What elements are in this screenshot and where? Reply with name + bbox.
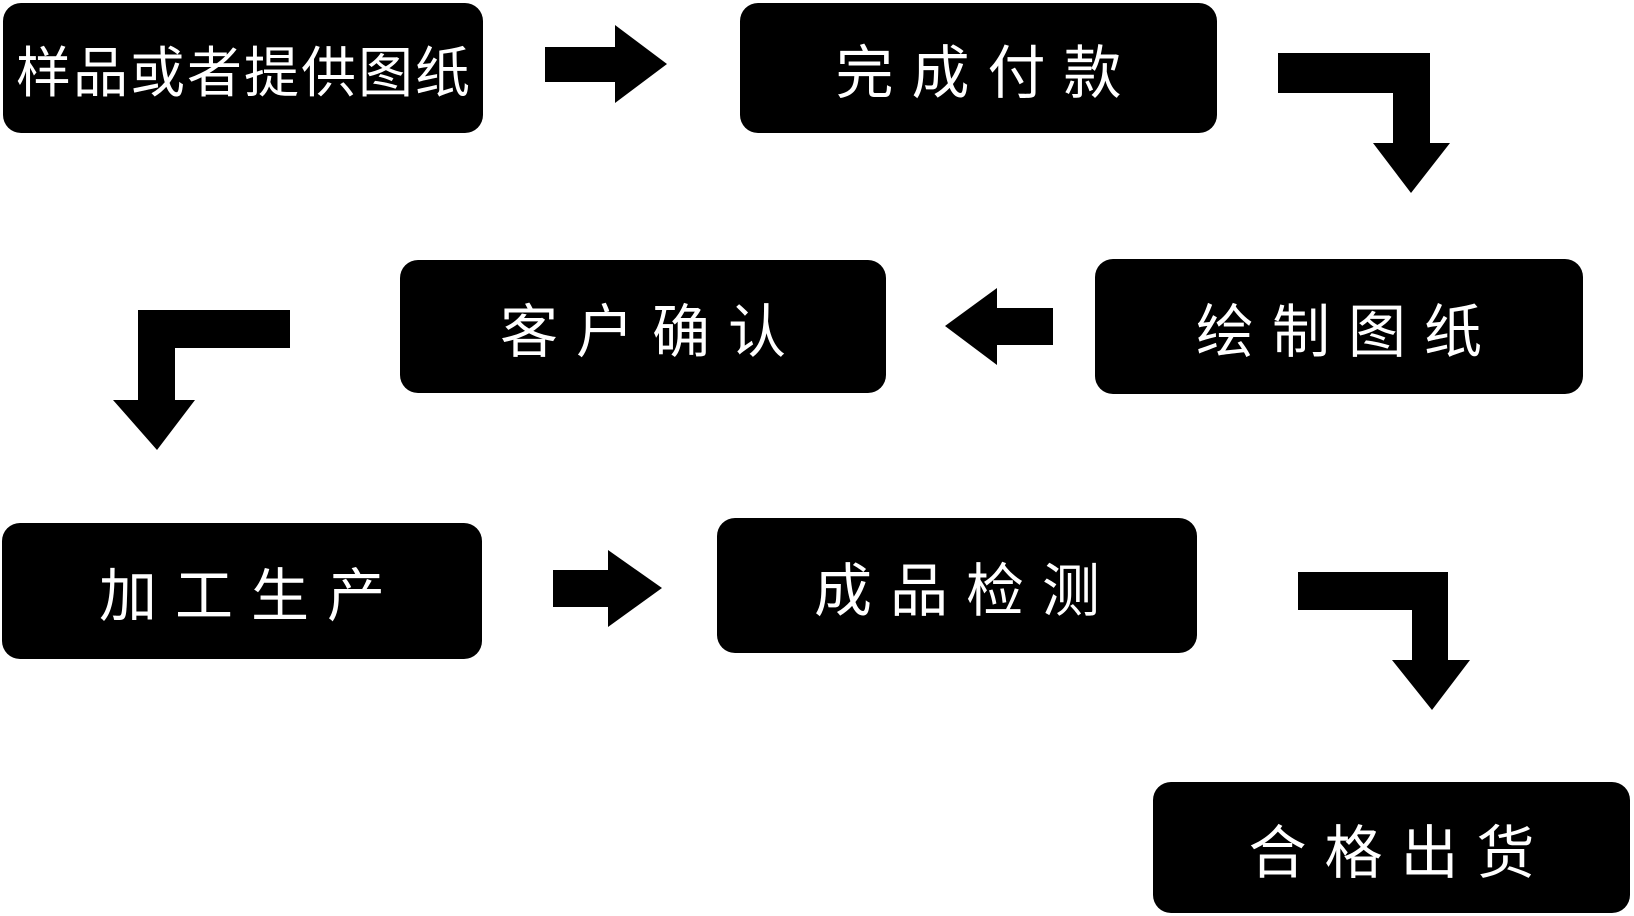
node-label: 合格出货: [1248, 820, 1553, 886]
node-complete-payment: 完成付款: [740, 3, 1217, 133]
node-qualified-shipment: 合格出货: [1153, 782, 1630, 913]
node-label: 样品或者提供图纸: [15, 42, 472, 104]
right-arrow-icon: [553, 550, 662, 627]
node-label: 客户确认: [499, 299, 804, 365]
node-draw-drawings: 绘制图纸: [1095, 259, 1583, 394]
node-label: 成品检测: [813, 558, 1118, 624]
node-processing-production: 加工生产: [2, 523, 482, 659]
node-customer-confirmation: 客户确认: [400, 260, 886, 393]
node-label: 完成付款: [835, 41, 1140, 106]
bent-down-arrow-icon: [1278, 53, 1450, 193]
bent-down-left-arrow-icon: [113, 310, 290, 450]
bent-down-arrow-icon: [1298, 572, 1470, 710]
left-arrow-icon: [945, 288, 1053, 365]
node-sample-or-drawings: 样品或者提供图纸: [3, 3, 483, 133]
node-label: 绘制图纸: [1195, 299, 1500, 365]
node-finished-product-inspection: 成品检测: [717, 518, 1197, 653]
right-arrow-icon: [545, 25, 667, 103]
node-label: 加工生产: [98, 564, 403, 629]
